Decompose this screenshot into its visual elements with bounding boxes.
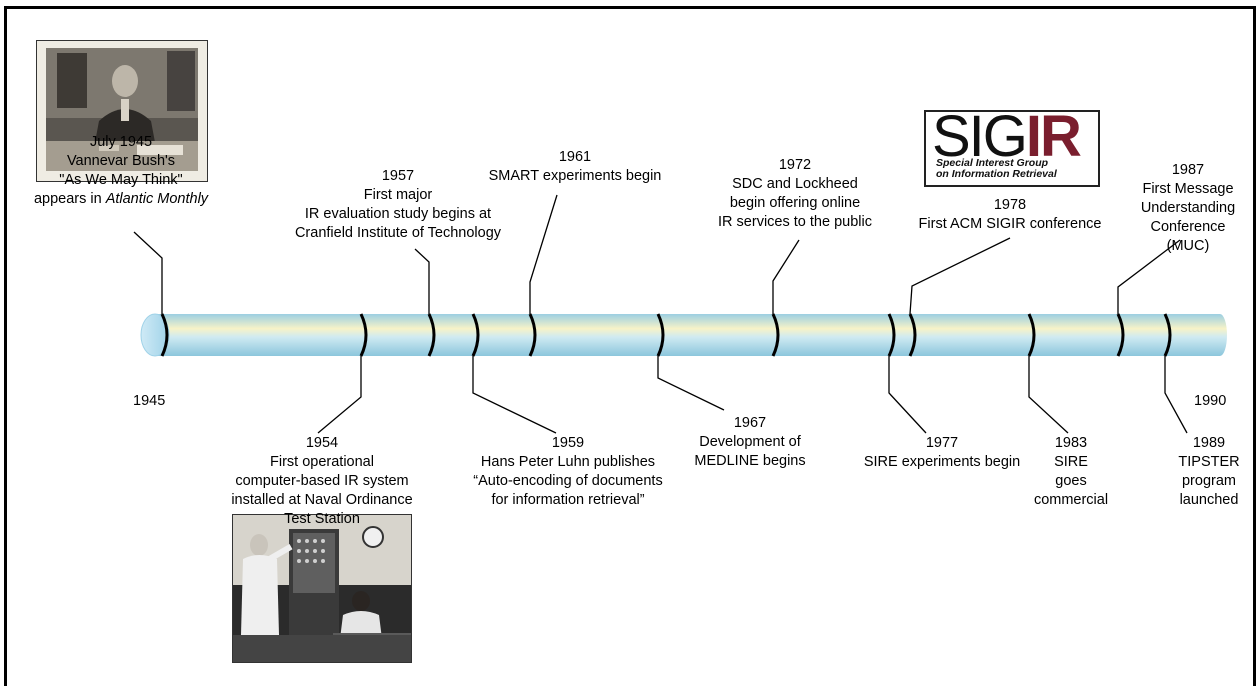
start-year: 1945	[133, 393, 166, 409]
sigir-logo-subtitle: Special Interest Group on Information Re…	[936, 157, 1057, 180]
event-1945: July 1945 Vannevar Bush's "As We May Thi…	[33, 134, 209, 207]
event-1987: 1987 First Message Understanding Confere…	[1140, 162, 1236, 254]
event-1967: 1967 Development of MEDLINE begins	[694, 415, 806, 469]
event-1978: 1978 First ACM SIGIR conference	[918, 197, 1102, 232]
event-1983: 1983 SIRE goes commercial	[1033, 435, 1109, 508]
vannevar-bush-photo	[36, 40, 208, 182]
event-1957: 1957 First major IR evaluation study beg…	[294, 168, 502, 241]
event-1977: 1977 SIRE experiments begin	[863, 435, 1021, 470]
sigir-logo: SIGIR Special Interest Group on Informat…	[924, 110, 1100, 187]
event-1961: 1961 SMART experiments begin	[488, 149, 662, 184]
sigir-logo-wordmark: SIGIR	[932, 110, 1082, 169]
timeline-tube	[140, 313, 1227, 357]
slide-border	[4, 6, 1256, 686]
event-1972: 1972 SDC and Lockheed begin offering onl…	[718, 157, 872, 230]
end-year: 1990	[1194, 393, 1227, 409]
event-1959: 1959 Hans Peter Luhn publishes “Auto-enc…	[473, 435, 663, 508]
event-1989: 1989 TIPSTER program launched	[1178, 435, 1240, 508]
naval-ordinance-photo	[232, 514, 412, 663]
tube-rings	[160, 313, 1172, 357]
leader-lines	[133, 194, 1188, 434]
event-1954: 1954 First operational computer-based IR…	[231, 435, 413, 527]
